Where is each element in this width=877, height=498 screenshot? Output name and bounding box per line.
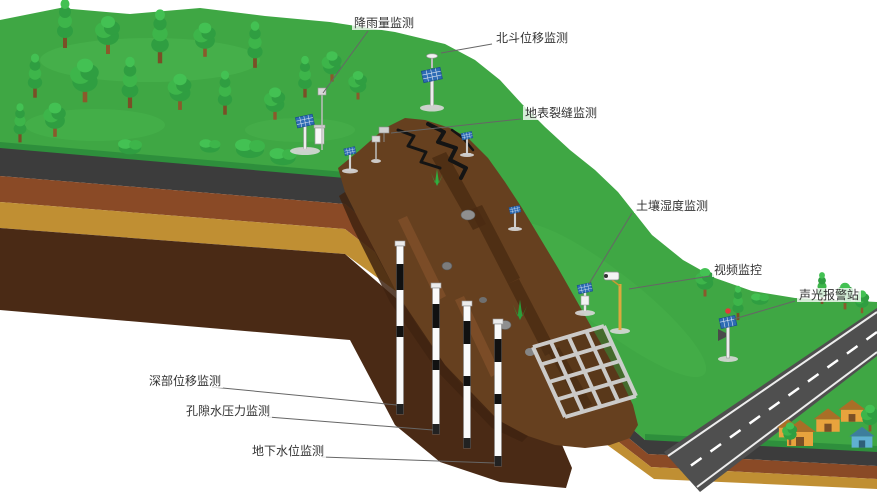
leader-soil-moisture bbox=[588, 212, 633, 285]
borehole-groundwater-level bbox=[492, 318, 504, 467]
slide-surface-station-1 bbox=[460, 130, 474, 157]
road-center-line bbox=[681, 330, 877, 474]
deep-soil-mass bbox=[0, 228, 572, 488]
crack-monitoring-station bbox=[342, 126, 390, 174]
leader-lines bbox=[211, 30, 796, 464]
label-video-surveillance: 视频监控 bbox=[712, 263, 765, 277]
label-deep-displacement: 深部位移监测 bbox=[147, 374, 224, 388]
slide-surface-station-2 bbox=[508, 204, 522, 231]
leader-video bbox=[628, 275, 711, 290]
leader-beidou bbox=[440, 43, 493, 54]
borehole-mid bbox=[461, 300, 473, 449]
soil-moisture-station bbox=[575, 282, 595, 316]
leader-pore-pressure bbox=[267, 416, 434, 431]
plant bbox=[512, 299, 528, 320]
gnss-station bbox=[420, 53, 444, 112]
boreholes bbox=[394, 240, 504, 467]
alarm-station bbox=[718, 308, 738, 362]
blue-house bbox=[849, 426, 875, 448]
label-rainfall-monitoring: 降雨量监测 bbox=[352, 16, 417, 30]
borehole-deep-displacement bbox=[394, 240, 406, 415]
label-beidou-displacement: 北斗位移监测 bbox=[494, 31, 571, 45]
rocks bbox=[441, 209, 535, 356]
leader-deep-displacement bbox=[211, 386, 398, 406]
slope-lattice-reinforcement bbox=[531, 324, 638, 419]
road bbox=[664, 308, 877, 492]
label-soil-moisture-monitoring: 土壤湿度监测 bbox=[634, 199, 711, 213]
rain-gauge-station bbox=[290, 87, 327, 155]
label-sound-light-alarm: 声光报警站 bbox=[797, 288, 862, 302]
brown-soil-layer bbox=[0, 176, 877, 479]
leader-surface-crack bbox=[390, 118, 522, 134]
label-surface-crack-monitoring: 地表裂缝监测 bbox=[523, 106, 600, 120]
monitoring-stations bbox=[290, 53, 738, 362]
dark-rock-layer bbox=[0, 148, 877, 466]
cctv-camera bbox=[603, 271, 630, 334]
leader-groundwater bbox=[321, 456, 496, 464]
plant bbox=[431, 169, 443, 186]
leader-rainfall bbox=[322, 30, 369, 94]
borehole-pore-pressure bbox=[430, 282, 442, 435]
tan-soil-layer bbox=[0, 202, 877, 489]
label-pore-water-pressure: 孔隙水压力监测 bbox=[184, 404, 273, 418]
label-groundwater-level: 地下水位监测 bbox=[250, 444, 327, 458]
leader-alarm bbox=[733, 300, 796, 320]
